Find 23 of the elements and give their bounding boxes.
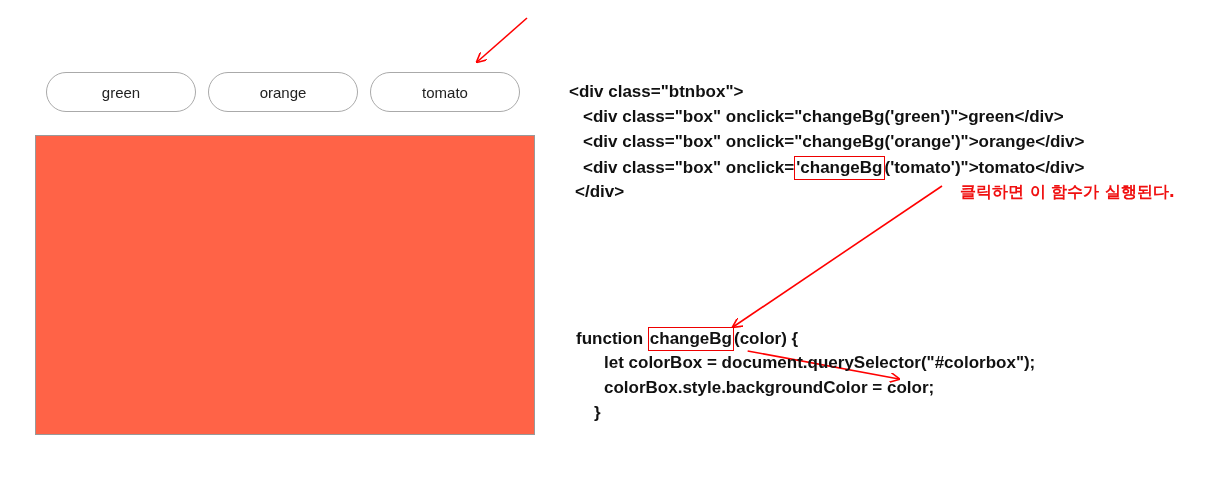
annotation-note: 클릭하면 이 함수가 실행된다. — [960, 182, 1175, 203]
color-panel — [35, 135, 535, 435]
toggle-button: green — [46, 72, 196, 112]
code-text: <div class="box" onclick="changeBg('orange')">orange</div> — [583, 132, 1085, 151]
code-text: ('tomato')">tomato</div> — [884, 158, 1085, 177]
toggle-button: tomato — [370, 72, 520, 112]
code-text: ) { — [781, 329, 799, 348]
code-token: color — [886, 377, 929, 399]
code-text: } — [594, 403, 601, 422]
code-text: <div class="box" onclick="changeBg('green')">green</div> — [583, 107, 1064, 126]
code-text: colorBox.style.backgroundColor = — [604, 378, 883, 397]
code-text: </div> — [575, 182, 625, 201]
highlighted-code: 'changeBg — [794, 156, 885, 180]
code-text: ( — [734, 329, 740, 348]
code-text: <div class="btnbox"> — [569, 82, 744, 101]
arrow — [731, 185, 943, 329]
code-token: color — [739, 328, 782, 350]
code-text: ; — [928, 378, 935, 397]
arrow — [475, 17, 528, 64]
highlighted-code: changeBg — [647, 327, 734, 351]
code-text: function — [576, 329, 644, 348]
code-text: <div class="box" onclick= — [583, 158, 795, 177]
toggle-button: orange — [208, 72, 358, 112]
